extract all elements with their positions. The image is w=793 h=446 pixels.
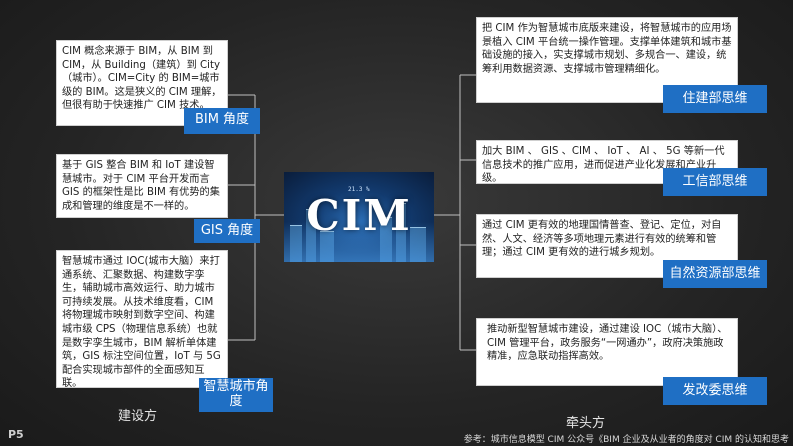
ndrc-tag: 发改委思维 [663,377,767,405]
bim-perspective-text: CIM 概念来源于 BIM，从 BIM 到 CIM，从 Building（建筑）… [62,46,222,112]
builder-label: 建设方 [118,409,158,424]
gis-perspective-tag: GIS 角度 [194,219,260,243]
miit-tag: 工信部思维 [663,168,767,196]
cim-center-title: CIM [306,191,412,240]
cim-center-small-text: 21.3 % [348,186,370,193]
ndrc-text: 推动新型智慧城市建设，通过建设 IOC（城市大脑）、CIM 管理平台，政务服务“… [487,324,728,363]
cim-center-image: 21.3 % CIM [284,172,434,262]
gis-perspective-text: 基于 GIS 整合 BIM 和 IoT 建设智慧城市。对于 CIM 平台开发而言… [62,160,220,212]
smart-city-perspective-tag: 智慧城市角度 [199,378,273,412]
housing-ministry-tag: 住建部思维 [663,85,767,113]
lead-party-label: 牵头方 [566,416,606,431]
miit-text: 加大 BIM 、 GIS 、CIM 、 IoT 、 AI 、 5G 等新一代信息… [482,146,725,184]
bim-perspective-tag: BIM 角度 [184,108,260,134]
smart-city-perspective-box: 智慧城市通过 IOC(城市大脑）来打通系统、汇聚数据、构建数字孪生，辅助城市高效… [56,250,228,388]
housing-ministry-text: 把 CIM 作为智慧城市底版来建设，将智慧城市的应用场景植入 CIM 平台统一操… [482,23,732,75]
natural-resources-text: 通过 CIM 更有效的地理国情普查、登记、定位，对自然、人文、经济等多项地理元素… [482,220,722,259]
page-number: P5 [8,428,24,441]
ndrc-box: 推动新型智慧城市建设，通过建设 IOC（城市大脑）、CIM 管理平台，政务服务“… [476,318,738,386]
reference-note: 参考：城市信息模型 CIM 公众号《BIM 企业及从业者的角度对 CIM 的认知… [463,435,789,445]
natural-resources-tag: 自然资源部思维 [663,260,767,288]
miit-box: 加大 BIM 、 GIS 、CIM 、 IoT 、 AI 、 5G 等新一代信息… [476,140,738,184]
natural-resources-box: 通过 CIM 更有效的地理国情普查、登记、定位，对自然、人文、经济等多项地理元素… [476,214,738,278]
smart-city-perspective-text: 智慧城市通过 IOC(城市大脑）来打通系统、汇聚数据、构建数字孪生，辅助城市高效… [62,256,221,388]
gis-perspective-box: 基于 GIS 整合 BIM 和 IoT 建设智慧城市。对于 CIM 平台开发而言… [56,154,228,218]
